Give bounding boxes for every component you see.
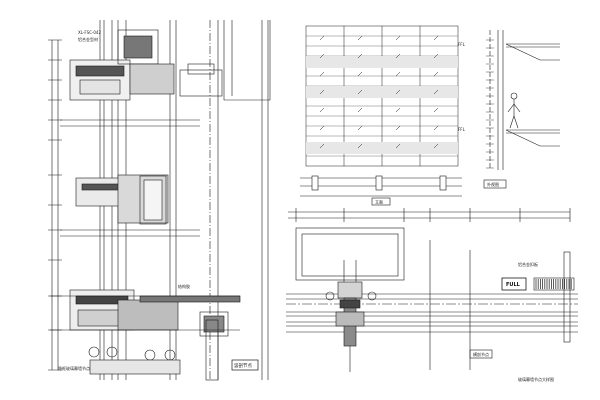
glass-mark bbox=[319, 107, 325, 113]
glass-mark bbox=[357, 125, 363, 131]
spandrel-band bbox=[306, 86, 458, 98]
hatch-block bbox=[533, 277, 575, 291]
side-section-with-figure bbox=[486, 30, 560, 170]
glass-mark bbox=[433, 143, 439, 149]
tag-box: FULL bbox=[501, 277, 527, 291]
sheet-note: 玻璃幕墙节点大样图 bbox=[518, 376, 554, 382]
elevation-mullion-row bbox=[300, 175, 462, 197]
glass-mark bbox=[395, 71, 401, 77]
glass-mark bbox=[319, 71, 325, 77]
curtain-wall-elevation bbox=[305, 25, 459, 167]
callout-bottom-left: 隐框玻璃幕墙节点 bbox=[58, 365, 90, 371]
glass-mark bbox=[395, 89, 401, 95]
callout-top-left-a: XL-FSC-042 bbox=[78, 30, 101, 35]
callout-right-mid: 结构胶 bbox=[178, 283, 190, 289]
callout-detail-tag: 铝合金扣板 bbox=[518, 261, 538, 267]
glass-mark bbox=[433, 107, 439, 113]
plan-section-title: 横剖节点 bbox=[473, 351, 489, 357]
glass-mark bbox=[395, 143, 401, 149]
spandrel-band bbox=[306, 56, 458, 68]
tag-box-text: FULL bbox=[506, 282, 521, 288]
horizontal-section-detail bbox=[286, 208, 578, 372]
level-label-b: FFL bbox=[458, 127, 466, 132]
glass-mark bbox=[319, 35, 325, 41]
level-label-a: FFL bbox=[458, 42, 466, 47]
glass-mark bbox=[433, 89, 439, 95]
glass-mark bbox=[357, 107, 363, 113]
glass-mark bbox=[319, 125, 325, 131]
hatch-frame bbox=[533, 277, 575, 291]
vertical-section-detail bbox=[48, 20, 271, 381]
left-section-title-box: 竖剖节点 bbox=[231, 359, 259, 371]
glass-mark bbox=[357, 143, 363, 149]
glass-mark bbox=[433, 53, 439, 59]
glass-mark bbox=[395, 35, 401, 41]
glass-mark bbox=[395, 107, 401, 113]
glass-mark bbox=[433, 35, 439, 41]
glass-mark bbox=[433, 71, 439, 77]
plan-section-title-box: 横剖节点 bbox=[469, 349, 493, 359]
glass-mark bbox=[319, 89, 325, 95]
elevation-small-title-box: 立面 bbox=[371, 197, 391, 206]
glass-mark bbox=[395, 125, 401, 131]
glass-mark bbox=[433, 125, 439, 131]
glass-mark bbox=[357, 53, 363, 59]
glass-mark bbox=[319, 53, 325, 59]
glass-mark bbox=[395, 53, 401, 59]
side-section-title-box: 外视图 bbox=[483, 179, 507, 189]
glass-mark bbox=[319, 143, 325, 149]
callout-top-left-b: 铝合金型材 bbox=[78, 36, 98, 42]
left-section-title: 竖剖节点 bbox=[234, 362, 252, 369]
glass-mark bbox=[357, 89, 363, 95]
glass-mark bbox=[357, 35, 363, 41]
glass-mark bbox=[357, 71, 363, 77]
side-section-title: 外视图 bbox=[487, 181, 499, 187]
spandrel-band bbox=[306, 142, 458, 154]
elevation-small-title: 立面 bbox=[375, 199, 383, 205]
